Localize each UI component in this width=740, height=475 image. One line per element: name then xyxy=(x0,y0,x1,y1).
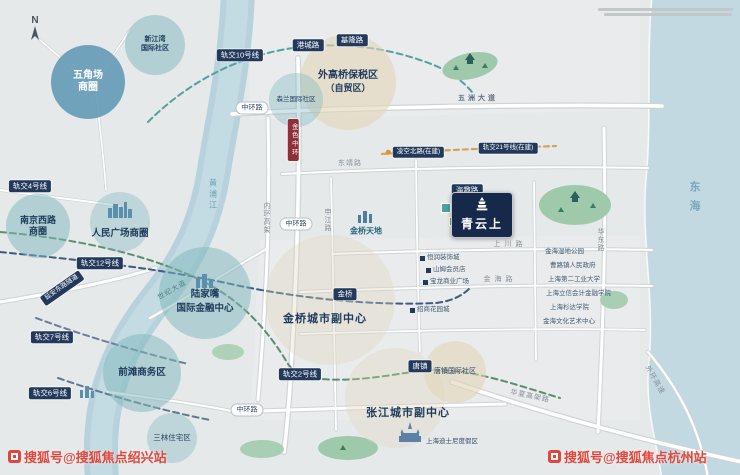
project-name: 青云上 xyxy=(460,217,503,231)
wujiaochang-label-1: 五角场 xyxy=(73,69,103,81)
dongjing-road-label: 东靖路 xyxy=(338,160,362,167)
fine-print-line xyxy=(604,13,732,16)
parks xyxy=(212,52,628,460)
xinjiangwan-circle: 新江湾 国际社区 xyxy=(125,15,185,75)
lujiazui-towers-icon xyxy=(196,274,213,288)
line21-badge: 轨交21号线(在建) xyxy=(478,142,538,154)
poi-shanda: 上海杉达学院 xyxy=(550,304,589,311)
huadong-road-label: 华东路 xyxy=(597,228,604,252)
watermark-right: 搜狐号@搜狐焦点杭州站 xyxy=(548,447,707,466)
poi-zhaoshang: 招商花园城 xyxy=(410,306,450,314)
renmin-circle xyxy=(90,192,150,252)
poi-square-icon xyxy=(410,307,415,313)
line2-badge: 轨交2号线 xyxy=(278,368,322,380)
shangchuan-road-label: 上川路 xyxy=(493,241,527,248)
zhangjiang-subcenter-label: 张江城市副中心 xyxy=(366,407,450,419)
jinqiao-subcenter-halo xyxy=(265,235,395,365)
tangzhen-circle: 唐镇国际社区 xyxy=(424,341,486,403)
qiantan-buildings-icon xyxy=(80,386,94,398)
sohu-focus-icon xyxy=(8,450,21,463)
senlan-label: 森兰国际社区 xyxy=(276,95,316,103)
pavilion-icon xyxy=(465,53,580,202)
poi-lixin: 上海立信会计金融学院 xyxy=(546,290,611,297)
zhonghuan-oval-south: 中环路 xyxy=(230,403,264,417)
zhonghuan-oval-mid: 中环路 xyxy=(279,217,313,231)
line6-badge: 轨交6号线 xyxy=(28,387,72,399)
poi-square-icon xyxy=(426,267,431,273)
project-pagoda-icon xyxy=(476,197,488,211)
roads xyxy=(0,29,740,475)
compass-arrow-icon xyxy=(31,26,39,40)
senlan-circle: 森兰国际社区 xyxy=(269,73,323,127)
metro-line-12 xyxy=(0,251,471,305)
jinqiao-subcenter-label: 金桥城市副中心 xyxy=(283,313,367,325)
wujiaochang-label-2: 商圈 xyxy=(78,82,98,93)
river-label: 黄浦江 xyxy=(208,178,218,212)
qiantan-circle: 前滩商务区 xyxy=(103,334,181,412)
shenjiang-road-label: 申江路 xyxy=(324,208,331,232)
lingkong-road-badge: 凌空北路(在建) xyxy=(392,146,445,158)
waigaoqiao-label-1: 外高桥保税区 xyxy=(318,70,378,82)
poi-square-icon xyxy=(423,279,428,285)
jinqiao-tiandi-label: 金桥天地 xyxy=(350,226,382,236)
poi-jinhai-art: 金海文化艺术中心 xyxy=(543,318,595,325)
qiantan-label: 前滩商务区 xyxy=(118,367,166,379)
renmin-label: 人民广场商圈 xyxy=(91,228,149,239)
zhonghuan-oval-north: 中环路 xyxy=(235,101,269,115)
xinjiangwan-label-2: 国际社区 xyxy=(141,45,169,52)
poi-marker-teal xyxy=(442,204,450,212)
poi-sams: 山姆会员店 xyxy=(426,266,466,274)
disney-castle-icon xyxy=(399,422,421,442)
sanlin-label: 三林住宅区 xyxy=(153,433,191,443)
lujiazui-label: 陆家嘴 国际金融中心 xyxy=(176,289,234,314)
xinjiangwan-label-1: 新江湾 xyxy=(144,36,166,44)
fine-print-line xyxy=(598,8,733,11)
sea-shape xyxy=(644,0,740,475)
sanlin-circle: 三林住宅区 xyxy=(147,413,197,463)
lujiazui-circle xyxy=(159,247,251,339)
gangchenglu-station-badge: 港城路 xyxy=(292,39,324,51)
construction-dot-icon xyxy=(385,149,391,155)
haiqulu-station-badge: 海趣路 xyxy=(451,184,483,196)
line12-badge: 轨交12号线 xyxy=(76,257,124,269)
wuzhou-road-label: 五洲大道 xyxy=(458,95,498,102)
tangzhen-station-badge: 唐镇 xyxy=(408,360,432,372)
disney-label: 上海迪士尼度假区 xyxy=(426,438,478,445)
line10-badge: 轨交10号线 xyxy=(216,49,264,61)
jinqiao-station-badge: 金桥 xyxy=(333,288,357,300)
neihuan-road-label: 内环高架 xyxy=(263,202,270,234)
line7-badge: 轨交7号线 xyxy=(30,331,74,343)
project-badge: 青云上 xyxy=(451,192,513,238)
poi-jinhai-wetland: 金海湿地公园 xyxy=(545,248,584,255)
nanjingxilu-circle: 南京西路 商圈 xyxy=(6,194,70,258)
line4-badge: 轨交4号线 xyxy=(8,180,52,192)
nanjingxilu-label-2: 商圈 xyxy=(28,226,47,236)
compass: N xyxy=(30,16,40,45)
jinqiao-tiandi-icon xyxy=(358,211,372,223)
renmin-buildings-icon xyxy=(108,202,132,218)
waigaoqiao-label-2: （自贸区） xyxy=(325,82,371,93)
poi-baolong: 宝龙商业广场 xyxy=(423,278,469,286)
wujiaochang-circle: 五角场 商圈 xyxy=(51,45,125,119)
lingkong-road-badge-wrap: 凌空北路(在建) xyxy=(385,146,445,158)
jilonglu-station-badge: 基隆路 xyxy=(336,34,368,46)
poi-ergongda: 上海第二工业大学 xyxy=(548,276,600,283)
sea-label: 东海 xyxy=(688,181,700,219)
jinhai-road-label: 金海路 xyxy=(483,276,517,283)
tangzhen-label: 唐镇国际社区 xyxy=(434,367,476,375)
poi-hengrun: 恒润装饰城 xyxy=(420,254,460,262)
jinse-zhonghuan-badge: 金色中环 xyxy=(287,119,299,161)
watermark-left: 搜狐号@搜狐焦点绍兴站 xyxy=(8,447,167,466)
nanjingxilu-label-1: 南京西路 xyxy=(19,214,56,225)
poi-square-icon xyxy=(420,255,425,261)
poi-caolu-gov: 曹路镇人民政府 xyxy=(550,262,596,269)
compass-n-label: N xyxy=(31,15,39,26)
sohu-focus-icon xyxy=(548,450,561,463)
